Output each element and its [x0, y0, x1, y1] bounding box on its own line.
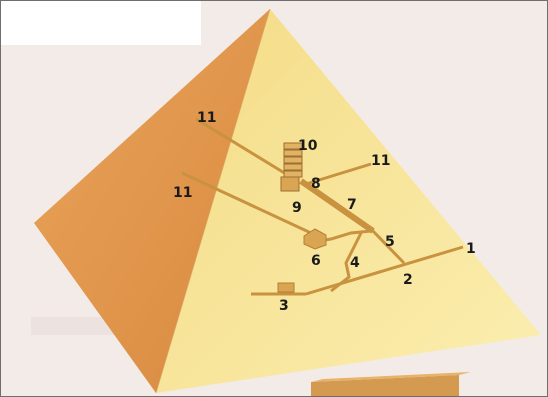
subterranean-chamber	[277, 282, 295, 293]
label-1: 1	[466, 241, 476, 257]
label-4: 4	[350, 255, 360, 271]
descending-passage	[305, 245, 464, 296]
air-shaft-lower-left	[181, 171, 312, 235]
label-11-lower-left: 11	[173, 185, 192, 201]
ascending-passage	[369, 227, 406, 265]
pyramid-lit-face	[156, 9, 541, 393]
air-shaft-upper-left	[195, 117, 292, 179]
relieving-chamber-1	[283, 142, 303, 150]
relieving-chamber-2	[283, 149, 303, 157]
stone-block-top	[311, 372, 471, 382]
label-6: 6	[311, 253, 321, 269]
label-7: 7	[347, 197, 357, 213]
label-5: 5	[385, 234, 395, 250]
label-2: 2	[403, 272, 413, 288]
label-11-upper-left: 11	[197, 110, 216, 126]
pyramid-edge	[155, 8, 271, 394]
relieving-chamber-5	[283, 170, 303, 178]
kings-chamber	[280, 176, 300, 192]
air-shaft-upper-right	[305, 162, 372, 186]
pyramid-shaded-face	[34, 9, 270, 393]
well-shaft	[330, 232, 363, 293]
queens-chamber	[303, 228, 327, 250]
relieving-chamber-3	[283, 156, 303, 164]
label-8: 8	[311, 176, 321, 192]
label-9: 9	[292, 200, 302, 216]
label-11-upper-right: 11	[371, 153, 390, 169]
label-10: 10	[298, 138, 318, 154]
relieving-chamber-4	[283, 163, 303, 171]
blank-corner	[1, 1, 201, 45]
label-3: 3	[279, 298, 289, 314]
grand-gallery	[299, 178, 375, 234]
